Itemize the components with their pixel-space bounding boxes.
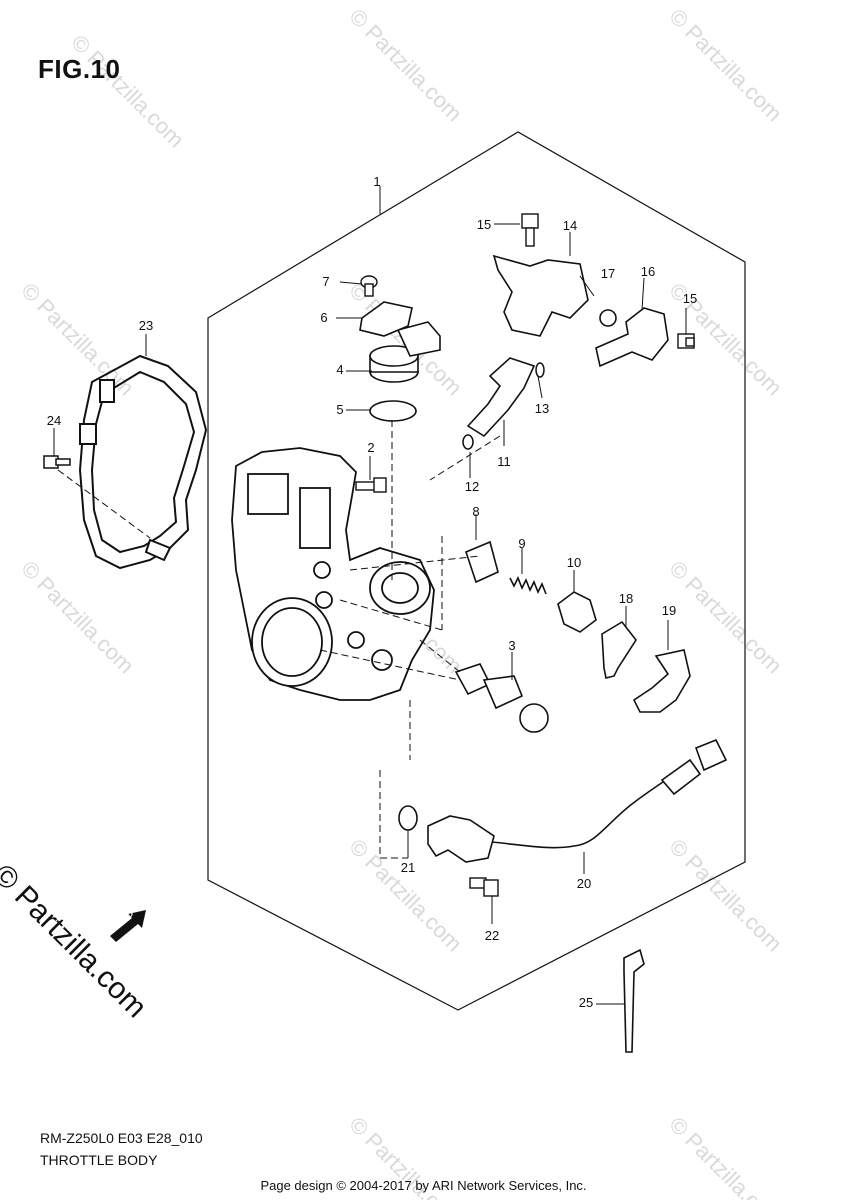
watermark-text: © Partzilla.com xyxy=(664,4,787,127)
part-13-ring xyxy=(535,362,545,378)
callout-24: 24 xyxy=(47,413,61,428)
callout-8: 8 xyxy=(472,504,479,519)
callout-18: 18 xyxy=(619,591,633,606)
part-5-oring xyxy=(369,400,417,422)
watermark-text: © Partzilla.com xyxy=(16,278,139,401)
callout-19: 19 xyxy=(662,603,676,618)
part-17-ring xyxy=(599,309,617,327)
callout-17: 17 xyxy=(601,266,615,281)
watermark-text: © Partzilla.com xyxy=(344,4,467,127)
part-12-ring xyxy=(462,434,474,450)
callout-5: 5 xyxy=(336,402,343,417)
callout-7: 7 xyxy=(322,274,329,289)
callout-25: 25 xyxy=(579,995,593,1010)
callout-12: 12 xyxy=(465,479,479,494)
callout-16: 16 xyxy=(641,264,655,279)
part-21-oring xyxy=(398,805,418,831)
part-23-cover xyxy=(78,354,208,570)
part-18-hose xyxy=(601,620,637,679)
callout-labels: 1234567891011121314151516171819202122232… xyxy=(47,174,697,1010)
part-19-elbow xyxy=(632,649,691,713)
callout-10: 10 xyxy=(567,555,581,570)
section-name: THROTTLE BODY xyxy=(40,1152,158,1168)
callout-20: 20 xyxy=(577,876,591,891)
callout-15: 15 xyxy=(683,291,697,306)
callout-14: 14 xyxy=(563,218,577,233)
figure-title: FIG.10 xyxy=(38,54,121,84)
watermark-text: © Partzilla.com xyxy=(16,556,139,679)
part-15-bolt-right xyxy=(677,333,695,349)
model-code: RM-Z250L0 E03 E28_010 xyxy=(40,1130,203,1146)
throttle-body xyxy=(231,447,435,701)
callout-2: 2 xyxy=(367,440,374,455)
part-16-fitting xyxy=(595,307,669,368)
part-14-bracket xyxy=(492,254,589,337)
callout-11: 11 xyxy=(497,454,511,469)
leader-lines xyxy=(53,186,687,1005)
callout-6: 6 xyxy=(320,310,327,325)
assembly-outline xyxy=(207,131,746,1011)
watermark-text: © Partzilla.com xyxy=(66,30,189,153)
watermark-text: © Partzilla.com xyxy=(344,834,467,957)
part-8-plunger xyxy=(465,540,499,584)
watermark-text: © Partzilla.com xyxy=(664,834,787,957)
callout-15: 15 xyxy=(477,217,491,232)
part-20-sensor-harness xyxy=(427,738,728,863)
part-15-bolt-top xyxy=(521,213,539,247)
part-24-screw xyxy=(43,455,71,469)
part-22-screw xyxy=(469,877,499,897)
fwd-arrow-icon: FWD xyxy=(110,909,146,942)
part-2-screw xyxy=(355,477,387,493)
part-25-cable-tie xyxy=(623,948,645,1053)
part-6-clip xyxy=(359,301,413,337)
part-11-injector xyxy=(466,357,536,438)
part-4-sensor xyxy=(369,321,441,383)
callout-3: 3 xyxy=(508,638,515,653)
part-10-nut xyxy=(557,591,597,633)
callout-13: 13 xyxy=(535,401,549,416)
footer-copyright: Page design © 2004-2017 by ARI Network S… xyxy=(260,1178,587,1193)
part-7-screw xyxy=(360,275,378,297)
callout-1: 1 xyxy=(373,174,380,189)
callout-23: 23 xyxy=(139,318,153,333)
callout-22: 22 xyxy=(485,928,499,943)
guide-lines xyxy=(57,420,501,859)
part-9-spring xyxy=(509,576,547,595)
callout-4: 4 xyxy=(336,362,343,377)
part-3-adjust-screw xyxy=(454,663,549,733)
callout-21: 21 xyxy=(401,860,415,875)
callout-9: 9 xyxy=(518,536,525,551)
